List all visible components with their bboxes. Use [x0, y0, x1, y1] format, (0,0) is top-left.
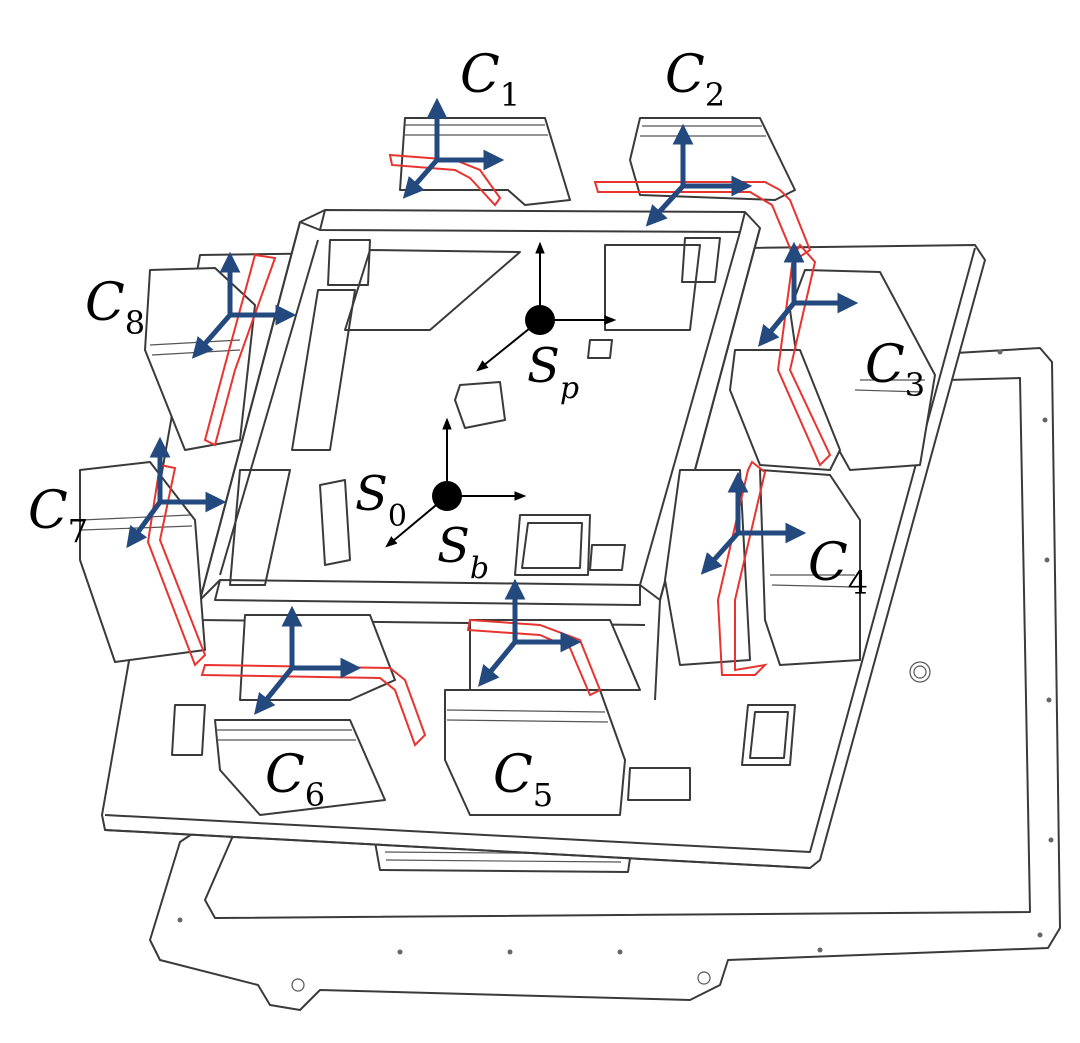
label-sb: Sb [437, 518, 489, 586]
axes-c4 [700, 471, 807, 575]
label-c7: C7 [28, 481, 88, 550]
axes-c6 [254, 605, 362, 715]
frame-labels: Sp S0 Sb [355, 338, 579, 586]
label-c3: C3 [865, 335, 925, 404]
label-c1: C1 [460, 45, 520, 114]
label-c4: C4 [808, 533, 868, 602]
axes-c5 [477, 578, 582, 687]
camera-axes [126, 97, 859, 715]
label-c5: C5 [493, 745, 553, 814]
label-c2: C2 [665, 45, 725, 114]
axes-c2 [645, 123, 753, 227]
red-mounting-rails [146, 153, 832, 747]
label-sp: Sp [527, 338, 579, 406]
camera-labels: C1 C2 C3 C4 C5 C6 C7 C8 [28, 45, 925, 814]
label-c6: C6 [265, 745, 325, 814]
axes-c8 [191, 251, 297, 359]
label-s0: S0 [355, 466, 407, 534]
frame-sb-origin [432, 481, 462, 511]
label-c8: C8 [85, 273, 145, 342]
axes-c1 [402, 97, 505, 199]
axes-c3 [758, 241, 859, 347]
axes-c7 [126, 436, 227, 549]
frame-sp-origin [525, 305, 555, 335]
